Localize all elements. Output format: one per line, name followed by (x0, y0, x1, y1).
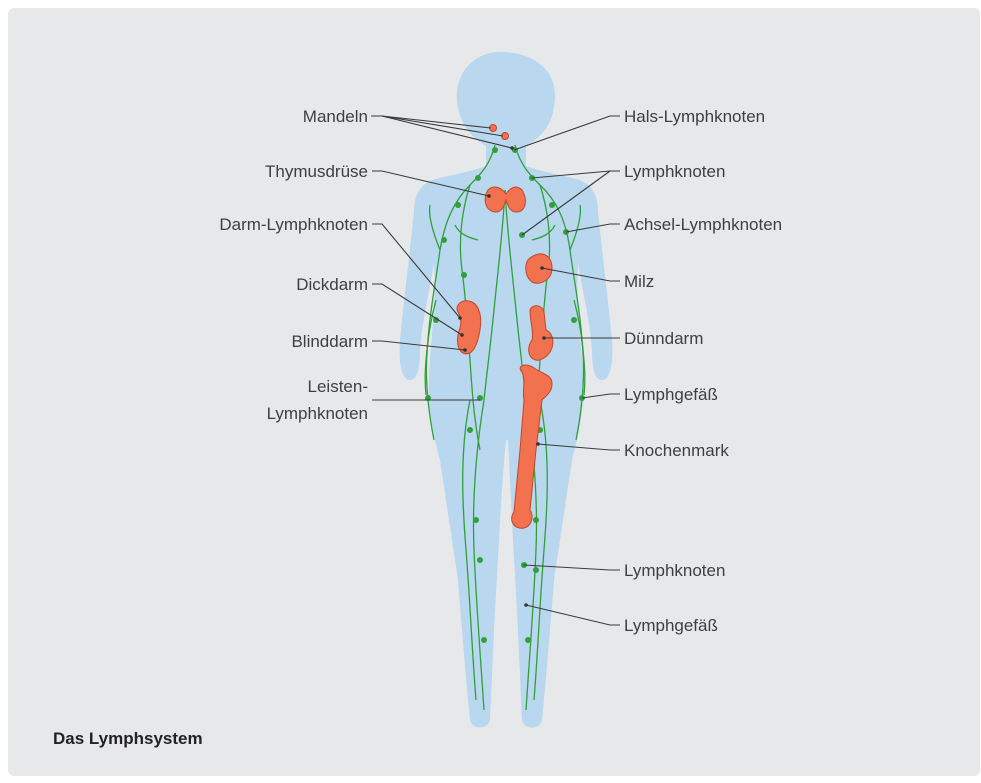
label-leisten-line1: Leisten- (308, 377, 368, 396)
body-silhouette (400, 52, 613, 728)
label-lymphgefaess-upper: Lymphgefäß (624, 385, 718, 404)
label-dickdarm: Dickdarm (296, 275, 368, 294)
label-achsel-lymphknoten: Achsel-Lymphknoten (624, 215, 782, 234)
label-lymphgefaess-lower: Lymphgefäß (624, 616, 718, 635)
label-hals-lymphknoten: Hals-Lymphknoten (624, 107, 765, 126)
diagram-caption: Das Lymphsystem (53, 729, 203, 749)
label-duenndarm: Dünndarm (624, 329, 703, 348)
label-thymusdruese: Thymusdrüse (265, 162, 368, 181)
label-lymphknoten-upper: Lymphknoten (624, 162, 725, 181)
label-knochenmark: Knochenmark (624, 441, 729, 460)
label-lymphknoten-lower: Lymphknoten (624, 561, 725, 580)
label-milz: Milz (624, 272, 654, 291)
label-mandeln: Mandeln (303, 107, 368, 126)
spleen-icon (526, 254, 552, 283)
label-darm-lymphknoten: Darm-Lymphknoten (219, 215, 368, 234)
label-blinddarm: Blinddarm (291, 332, 368, 351)
label-leisten-line2: Lymphknoten (267, 404, 368, 423)
